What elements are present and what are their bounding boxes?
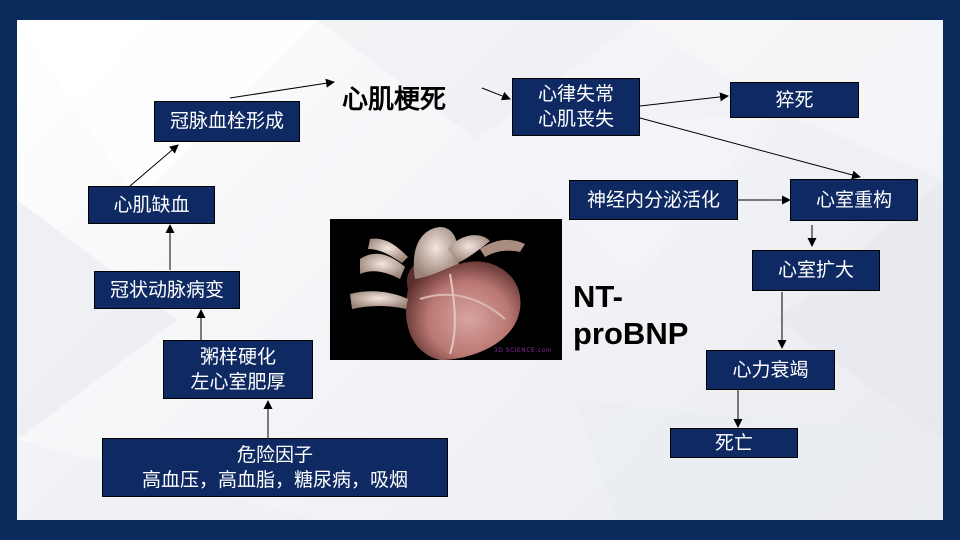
node-neuroendocrine-activation: 神经内分泌活化 [569,180,738,220]
node-death: 死亡 [670,428,798,458]
node-label-line1: 粥样硬化 [199,345,276,368]
node-label: 心室重构 [815,188,892,211]
node-risk-factors: 危险因子 高血压，高血脂，糖尿病，吸烟 [102,438,448,497]
node-label-line1: 心律失常 [537,83,614,106]
nt-probnp-line1: NT- [573,279,623,314]
node-label: 心肌缺血 [113,193,190,216]
node-sudden-death: 猝死 [730,82,859,118]
image-watermark: 3D SCIENCE.com [493,347,552,354]
node-label-line1: 危险因子 [236,443,313,466]
node-label: 神经内分泌活化 [586,188,720,211]
node-atherosclerosis-lvh: 粥样硬化 左心室肥厚 [163,340,313,399]
node-coronary-thrombus: 冠脉血栓形成 [154,101,300,142]
node-arrhythmia-myocardial-loss: 心律失常 心肌丧失 [512,78,640,136]
heart-image: 3D SCIENCE.com [330,219,562,360]
node-label-line2: 心肌丧失 [537,108,614,130]
node-label-line2: 左心室肥厚 [190,370,286,393]
node-label: 心室扩大 [777,259,854,282]
node-myocardial-ischemia: 心肌缺血 [88,186,215,224]
node-ventricular-remodeling: 心室重构 [790,179,918,221]
nt-probnp-label: NT- proBNP [573,278,688,352]
node-label: 心力衰竭 [732,358,809,381]
nt-probnp-line2: proBNP [573,316,689,352]
node-label: 冠状动脉病变 [109,278,224,301]
heart-icon [330,219,562,360]
node-heart-failure: 心力衰竭 [706,350,835,390]
node-label: 猝死 [775,88,814,111]
node-coronary-lesion: 冠状动脉病变 [94,271,240,309]
node-ventricular-dilation: 心室扩大 [752,250,880,291]
node-label: 死亡 [714,431,753,454]
title-myocardial-infarction: 心肌梗死 [342,85,447,115]
node-label-line2: 高血压，高血脂，糖尿病，吸烟 [141,468,408,491]
node-label: 冠脉血栓形成 [169,110,284,133]
